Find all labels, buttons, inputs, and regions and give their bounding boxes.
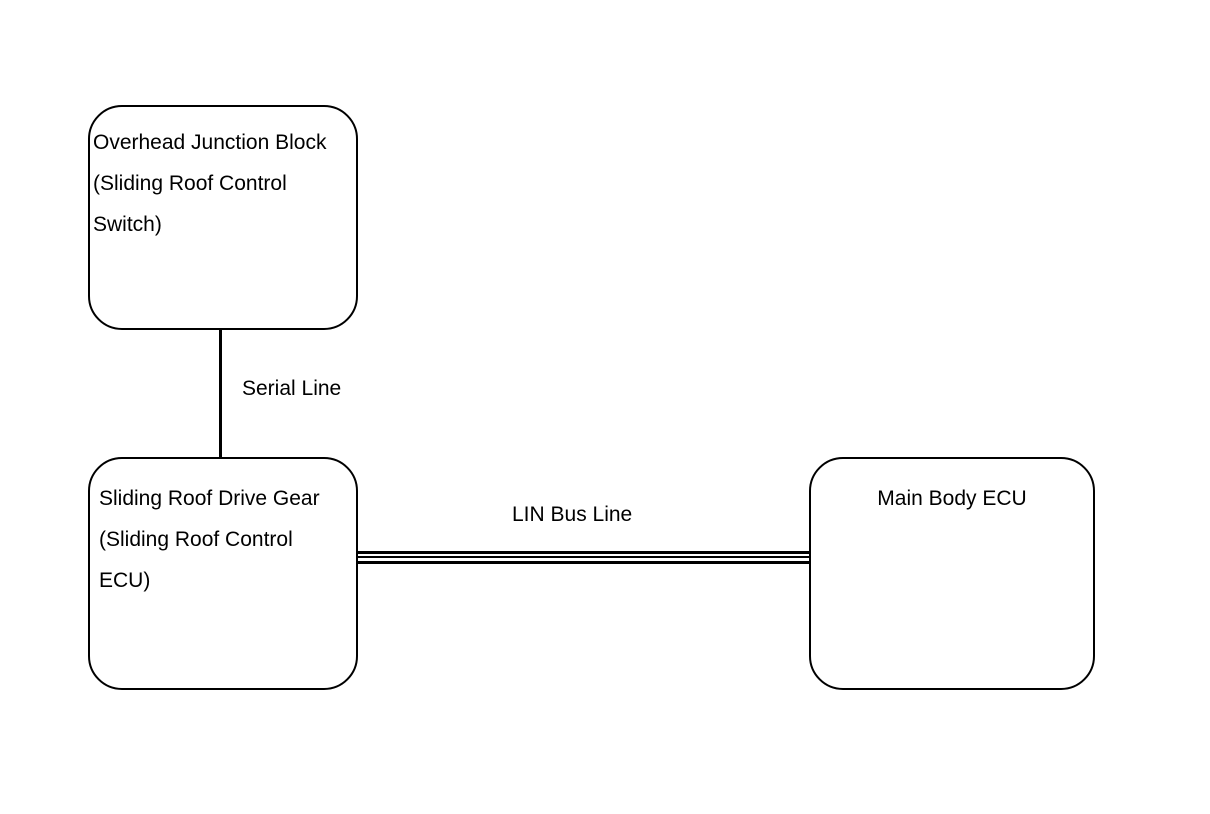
sliding-roof-drive-gear-label: Sliding Roof Drive Gear (Sliding Roof Co…: [99, 478, 320, 601]
sliding-roof-drive-gear-node: Sliding Roof Drive Gear (Sliding Roof Co…: [88, 457, 358, 690]
node-label-line: Sliding Roof Drive Gear: [99, 487, 320, 510]
serial-line-label: Serial Line: [242, 377, 342, 400]
main-body-ecu-label: Main Body ECU: [811, 478, 1093, 519]
node-label-line: (Sliding Roof Control: [93, 172, 287, 195]
node-label-line: ECU): [99, 569, 151, 592]
node-label-line: Switch): [93, 213, 162, 236]
lin-bus-line-label: LIN Bus Line: [512, 503, 633, 526]
main-body-ecu-node: Main Body ECU: [809, 457, 1095, 690]
serial-line-connector: [219, 330, 222, 457]
node-label-line: (Sliding Roof Control: [99, 528, 293, 551]
overhead-junction-block-node: Overhead Junction Block (Sliding Roof Co…: [88, 105, 358, 330]
node-label-line: Main Body ECU: [877, 487, 1027, 510]
lin-bus-line-connector: [358, 551, 809, 564]
node-label-line: Overhead Junction Block: [93, 131, 327, 154]
overhead-junction-block-label: Overhead Junction Block (Sliding Roof Co…: [93, 122, 326, 245]
